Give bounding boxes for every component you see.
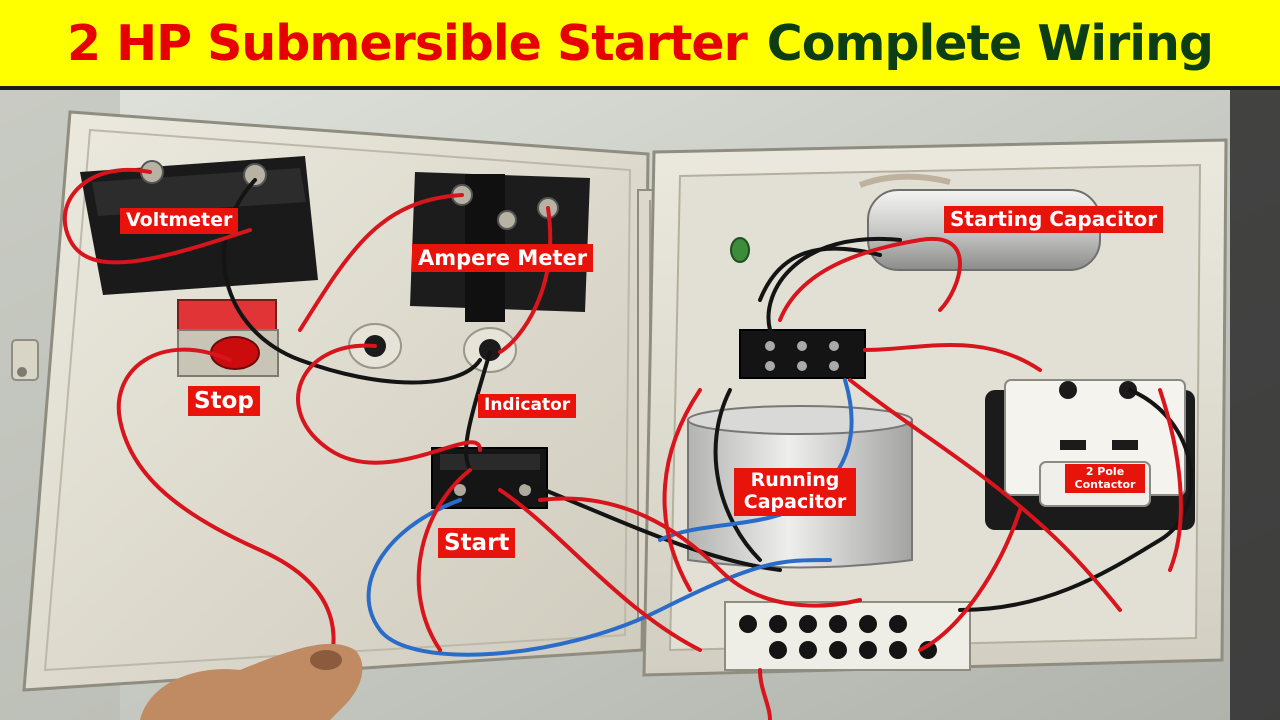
label-start: Start xyxy=(438,528,516,559)
label-2-pole-contactor: 2 Pole Contactor xyxy=(1065,464,1145,494)
label-running-capacitor: Running Capacitor xyxy=(734,468,856,516)
starter-panel-photo: Voltmeter Ampere Meter Stop Indicator St… xyxy=(0,90,1280,720)
label-ampere-meter: Ampere Meter xyxy=(412,244,594,273)
label-indicator: Indicator xyxy=(478,394,577,418)
starter-panel-illustration xyxy=(0,90,1280,720)
title-part-red: 2 HP Submersible Starter xyxy=(67,14,748,72)
label-stop: Stop xyxy=(188,386,260,417)
label-voltmeter: Voltmeter xyxy=(120,208,239,234)
label-starting-capacitor: Starting Capacitor xyxy=(944,206,1164,233)
title-banner: 2 HP Submersible Starter Complete Wiring xyxy=(0,0,1280,90)
title-part-green: Complete Wiring xyxy=(766,14,1214,72)
